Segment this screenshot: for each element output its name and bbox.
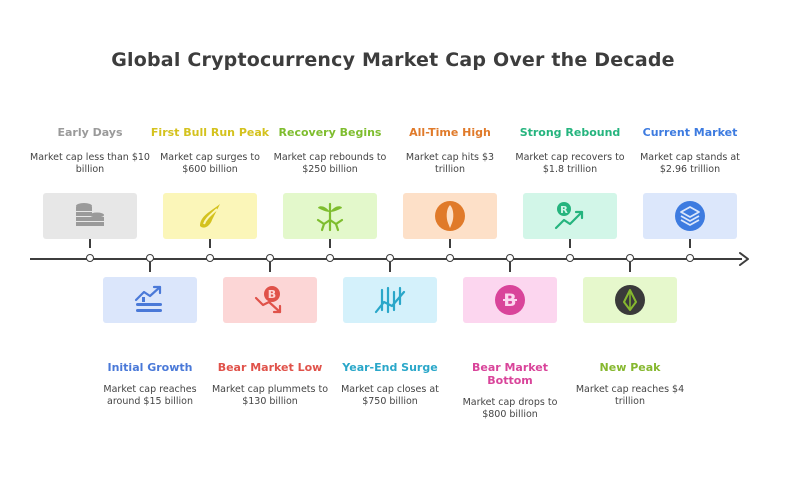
connector-initial-growth [149, 262, 151, 272]
event-card-current-market [643, 193, 737, 239]
connector-year-end-surge [389, 262, 391, 272]
event-title-bear-market-bottom: Bear Market Bottom [471, 361, 549, 387]
timeline-node-new-peak [625, 254, 634, 262]
event-card-strong-rebound: R [523, 193, 617, 239]
sprout-icon [310, 198, 350, 234]
event-card-bear-market-low: B [223, 277, 317, 323]
connector-early-days [89, 238, 91, 248]
bitcoin-decline-icon: B [250, 282, 290, 318]
page-title: Global Cryptocurrency Market Cap Over th… [111, 49, 675, 71]
timeline-node-early-days [85, 254, 94, 262]
timeline-node-initial-growth [145, 254, 154, 262]
event-title-bear-market-low: Bear Market Low [217, 361, 323, 374]
event-card-early-days [43, 193, 137, 239]
event-title-all-time-high: All-Time High [409, 126, 491, 139]
event-description-year-end-surge: Market cap closes at $750 billion [341, 384, 439, 407]
event-description-first-bull-run-peak: Market cap surges to $600 billion [160, 152, 260, 175]
event-card-initial-growth [103, 277, 197, 323]
coins-stack-icon [70, 198, 110, 234]
timeline-node-strong-rebound [565, 254, 574, 262]
candlestick-trend-icon [370, 282, 410, 318]
event-description-current-market: Market cap stands at $2.96 trillion [640, 152, 740, 175]
timeline-node-all-time-high [445, 254, 454, 262]
event-title-recovery-begins: Recovery Begins [278, 126, 382, 139]
connector-first-bull-run-peak [209, 238, 211, 248]
timeline-node-first-bull-run-peak [205, 254, 214, 262]
crypto-coin-icon: B [490, 282, 530, 318]
connector-current-market [689, 238, 691, 248]
event-card-bear-market-bottom: B [463, 277, 557, 323]
ethereum-coin-icon [610, 282, 650, 318]
timeline-node-year-end-surge [385, 254, 394, 262]
layers-coin-icon [670, 198, 710, 234]
event-title-current-market: Current Market [642, 126, 738, 139]
event-description-bear-market-low: Market cap plummets to $130 billion [211, 384, 329, 407]
timeline-node-current-market [685, 254, 694, 262]
event-title-early-days: Early Days [57, 126, 123, 139]
event-card-new-peak [583, 277, 677, 323]
connector-new-peak [629, 262, 631, 272]
event-card-first-bull-run-peak [163, 193, 257, 239]
event-description-strong-rebound: Market cap recovers to $1.8 trillion [515, 152, 625, 175]
timeline-arrowhead [739, 252, 749, 266]
growth-chart-icon [130, 282, 170, 318]
connector-all-time-high [449, 238, 451, 248]
connector-strong-rebound [569, 238, 571, 248]
event-card-all-time-high [403, 193, 497, 239]
comet-icon [190, 198, 230, 234]
event-description-initial-growth: Market cap reaches around $15 billion [103, 384, 197, 407]
event-description-bear-market-bottom: Market cap drops to $800 billion [462, 397, 558, 420]
connector-recovery-begins [329, 238, 331, 248]
event-description-early-days: Market cap less than $10 billion [30, 152, 150, 175]
event-card-recovery-begins [283, 193, 377, 239]
coin-uptrend-icon: R [550, 198, 590, 234]
event-title-year-end-surge: Year-End Surge [342, 361, 438, 374]
event-title-new-peak: New Peak [599, 361, 661, 374]
timeline-node-bear-market-bottom [505, 254, 514, 262]
timeline-node-bear-market-low [265, 254, 274, 262]
event-title-initial-growth: Initial Growth [107, 361, 193, 374]
svg-text:B: B [268, 288, 276, 301]
event-title-first-bull-run-peak: First Bull Run Peak [150, 126, 270, 139]
event-card-year-end-surge [343, 277, 437, 323]
event-description-all-time-high: Market cap hits $3 trillion [405, 152, 495, 175]
connector-bear-market-bottom [509, 262, 511, 272]
svg-text:R: R [560, 205, 568, 216]
event-description-new-peak: Market cap reaches $4 trillion [575, 384, 685, 407]
event-description-recovery-begins: Market cap rebounds to $250 billion [273, 152, 387, 175]
event-title-strong-rebound: Strong Rebound [519, 126, 621, 139]
timeline-node-recovery-begins [325, 254, 334, 262]
rocket-icon [430, 198, 470, 234]
connector-bear-market-low [269, 262, 271, 272]
